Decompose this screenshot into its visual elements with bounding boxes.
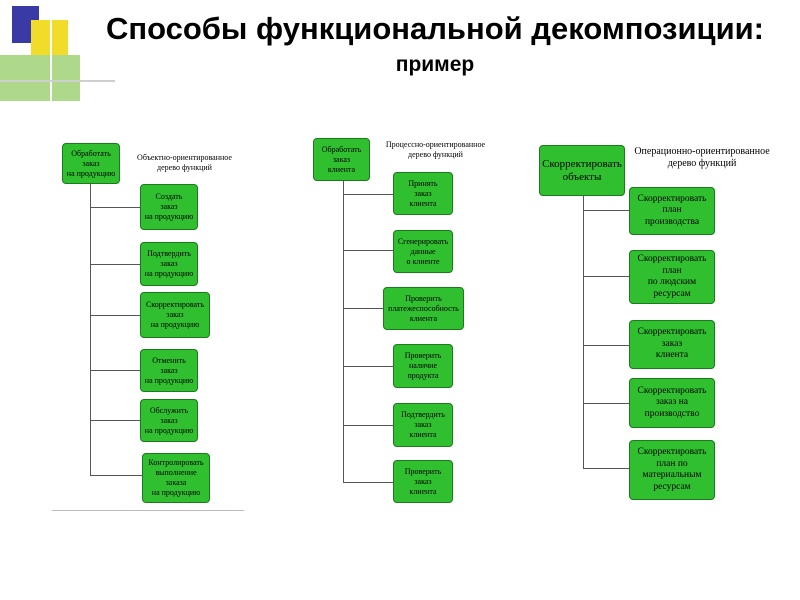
tree1-branch <box>90 420 141 421</box>
tree3-branch <box>583 210 630 211</box>
tree1-child-4: Отменить заказ на продукцию <box>140 349 198 392</box>
decor-green-square <box>0 55 80 101</box>
tree1-child-2: Подтвердить заказ на продукцию <box>140 242 198 286</box>
tree1-branch <box>90 475 143 476</box>
tree2-trunk <box>343 181 344 482</box>
tree2-child-3: Проверить платежеспособность клиента <box>383 287 464 330</box>
tree3-child-5: Скорректировать план по материальным рес… <box>629 440 715 500</box>
tree3-branch <box>583 276 630 277</box>
tree1-child-5: Обслужить заказ на продукцию <box>140 399 198 442</box>
tree2-child-5: Подтвердить заказ клиента <box>393 403 453 447</box>
tree2-branch <box>343 482 394 483</box>
tree1-branch <box>90 370 141 371</box>
tree3-root: Скорректировать объекты <box>539 145 625 196</box>
tree1-caption: Объектно-ориентированное дерево функций <box>137 153 232 172</box>
tree1-branch <box>90 315 141 316</box>
tree2-branch <box>343 194 394 195</box>
tree3-child-3: Скорректировать заказ клиента <box>629 320 715 369</box>
tree1-child-3: Скорректировать заказ на продукцию <box>140 292 210 338</box>
tree2-child-2: Сгенерировать данные о клиенте <box>393 230 453 273</box>
tree2-branch <box>343 366 394 367</box>
tree3-child-1: Скорректировать план производства <box>629 187 715 235</box>
tree3-child-4: Скорректировать заказ на производство <box>629 378 715 428</box>
tree2-caption: Процессно-ориентированное дерево функций <box>385 140 486 159</box>
tree3-branch <box>583 403 630 404</box>
tree3-child-2: Скорректировать план по людским ресурсам <box>629 250 715 304</box>
title-sub: пример <box>395 53 475 76</box>
slide-title: Способы функциональной декомпозиции: при… <box>70 6 800 80</box>
tree1-branch <box>90 264 141 265</box>
tree2-child-6: Проверить заказ клиента <box>393 460 453 503</box>
tree2-branch <box>343 308 384 309</box>
tree1-branch <box>90 207 141 208</box>
tree1-child-6: Контролировать выполнение заказа на прод… <box>142 453 210 503</box>
tree3-trunk <box>583 196 584 468</box>
tree2-child-1: Принять заказ клиента <box>393 172 453 215</box>
tree2-child-4: Проверить наличие продукта <box>393 344 453 388</box>
decor-vertical-line <box>50 0 52 108</box>
tree1-trunk <box>90 184 91 475</box>
tree1-child-1: Создать заказ на продукцию <box>140 184 198 230</box>
decor-horizontal-line <box>0 80 115 82</box>
tree2-branch <box>343 425 394 426</box>
tree2-branch <box>343 250 394 251</box>
tree3-branch <box>583 468 630 469</box>
title-main: Способы функциональной декомпозиции: <box>105 11 765 46</box>
tree1-baseline <box>52 510 244 511</box>
tree3-caption: Операционно-ориентированное дерево функц… <box>634 146 770 169</box>
tree2-root: Обработать заказ клиента <box>313 138 370 181</box>
tree3-branch <box>583 345 630 346</box>
tree1-root: Обработать заказ на продукцию <box>62 143 120 184</box>
